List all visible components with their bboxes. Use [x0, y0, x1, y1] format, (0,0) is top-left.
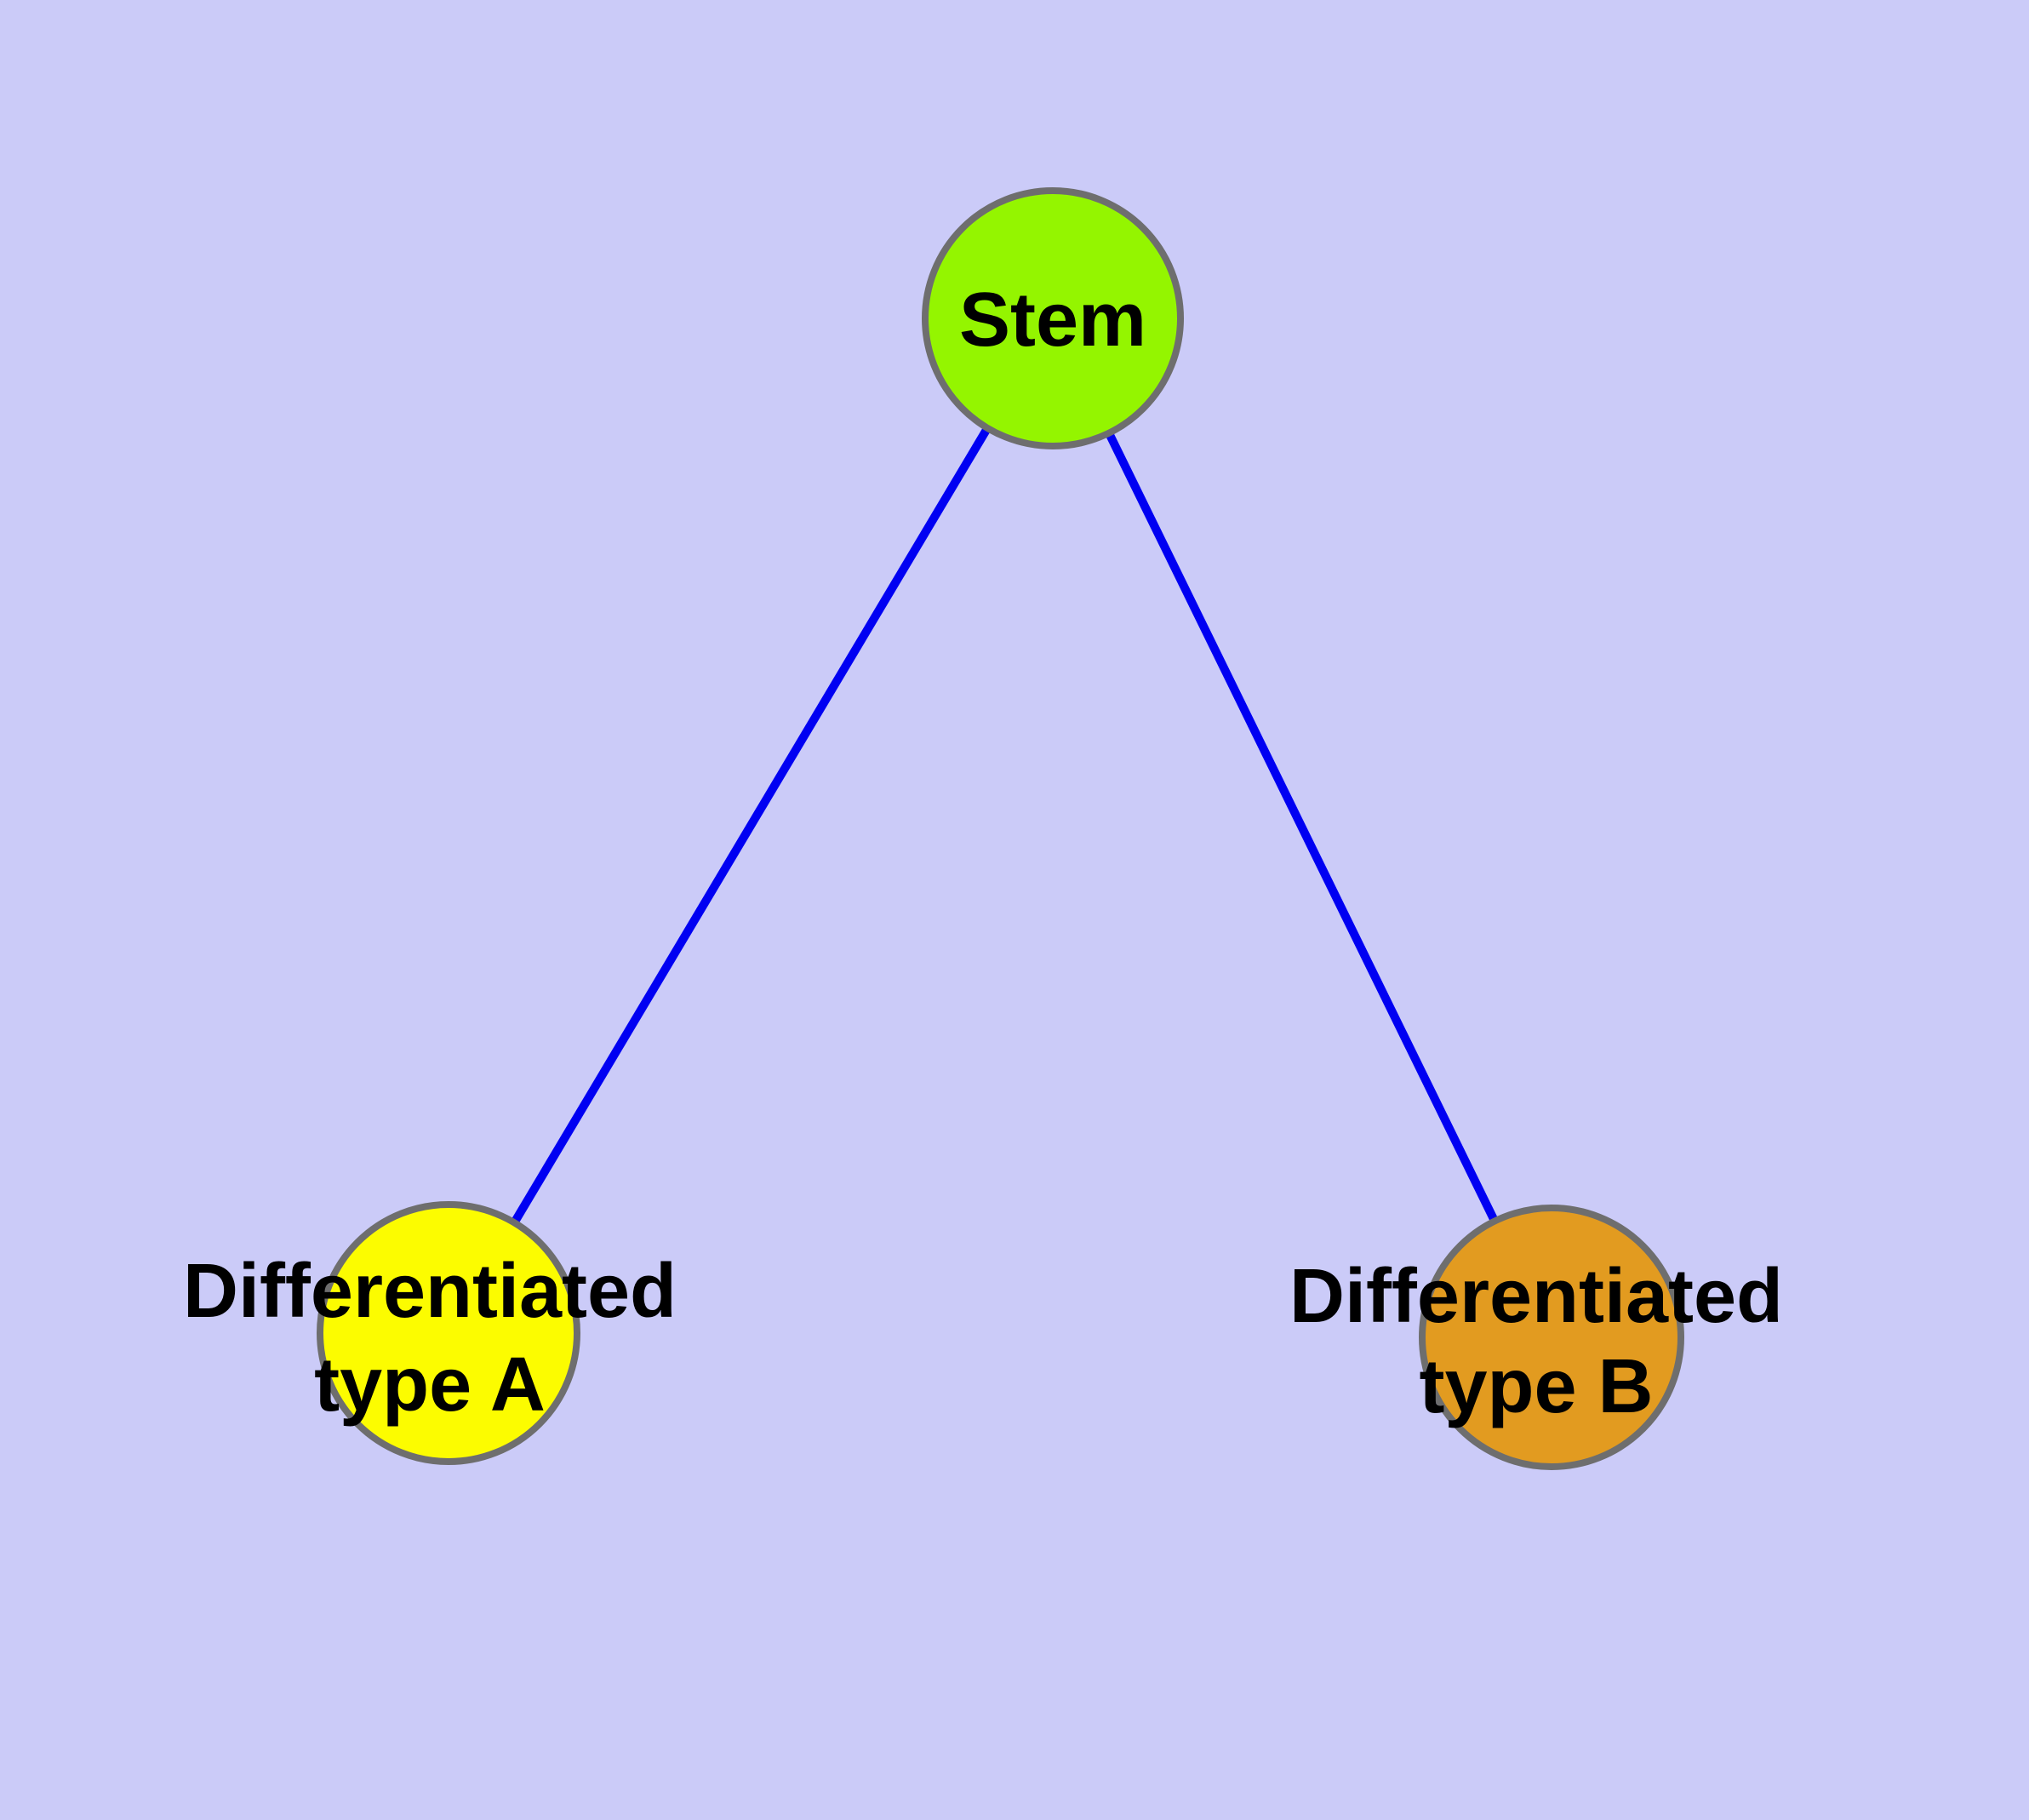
edges [444, 316, 1556, 1340]
node-type-b-label-line1: Differentiated [1289, 1254, 1783, 1339]
node-type-a-label-line1: Differentiated [183, 1249, 677, 1334]
node-type-a-label-line2: type A [314, 1342, 546, 1428]
nodes [317, 187, 1684, 1470]
node-type-a-circle [317, 1201, 580, 1465]
node-labels: Stem Differentiated type A Differentiate… [183, 278, 1783, 1429]
edge-stem-to-type-a [444, 316, 1057, 1336]
edge-stem-to-type-b [1049, 316, 1556, 1340]
node-type-b-circle [1419, 1205, 1684, 1470]
node-stem-label: Stem [959, 278, 1146, 363]
node-stem-circle [922, 187, 1184, 449]
node-type-b-label-line2: type B [1419, 1344, 1653, 1429]
